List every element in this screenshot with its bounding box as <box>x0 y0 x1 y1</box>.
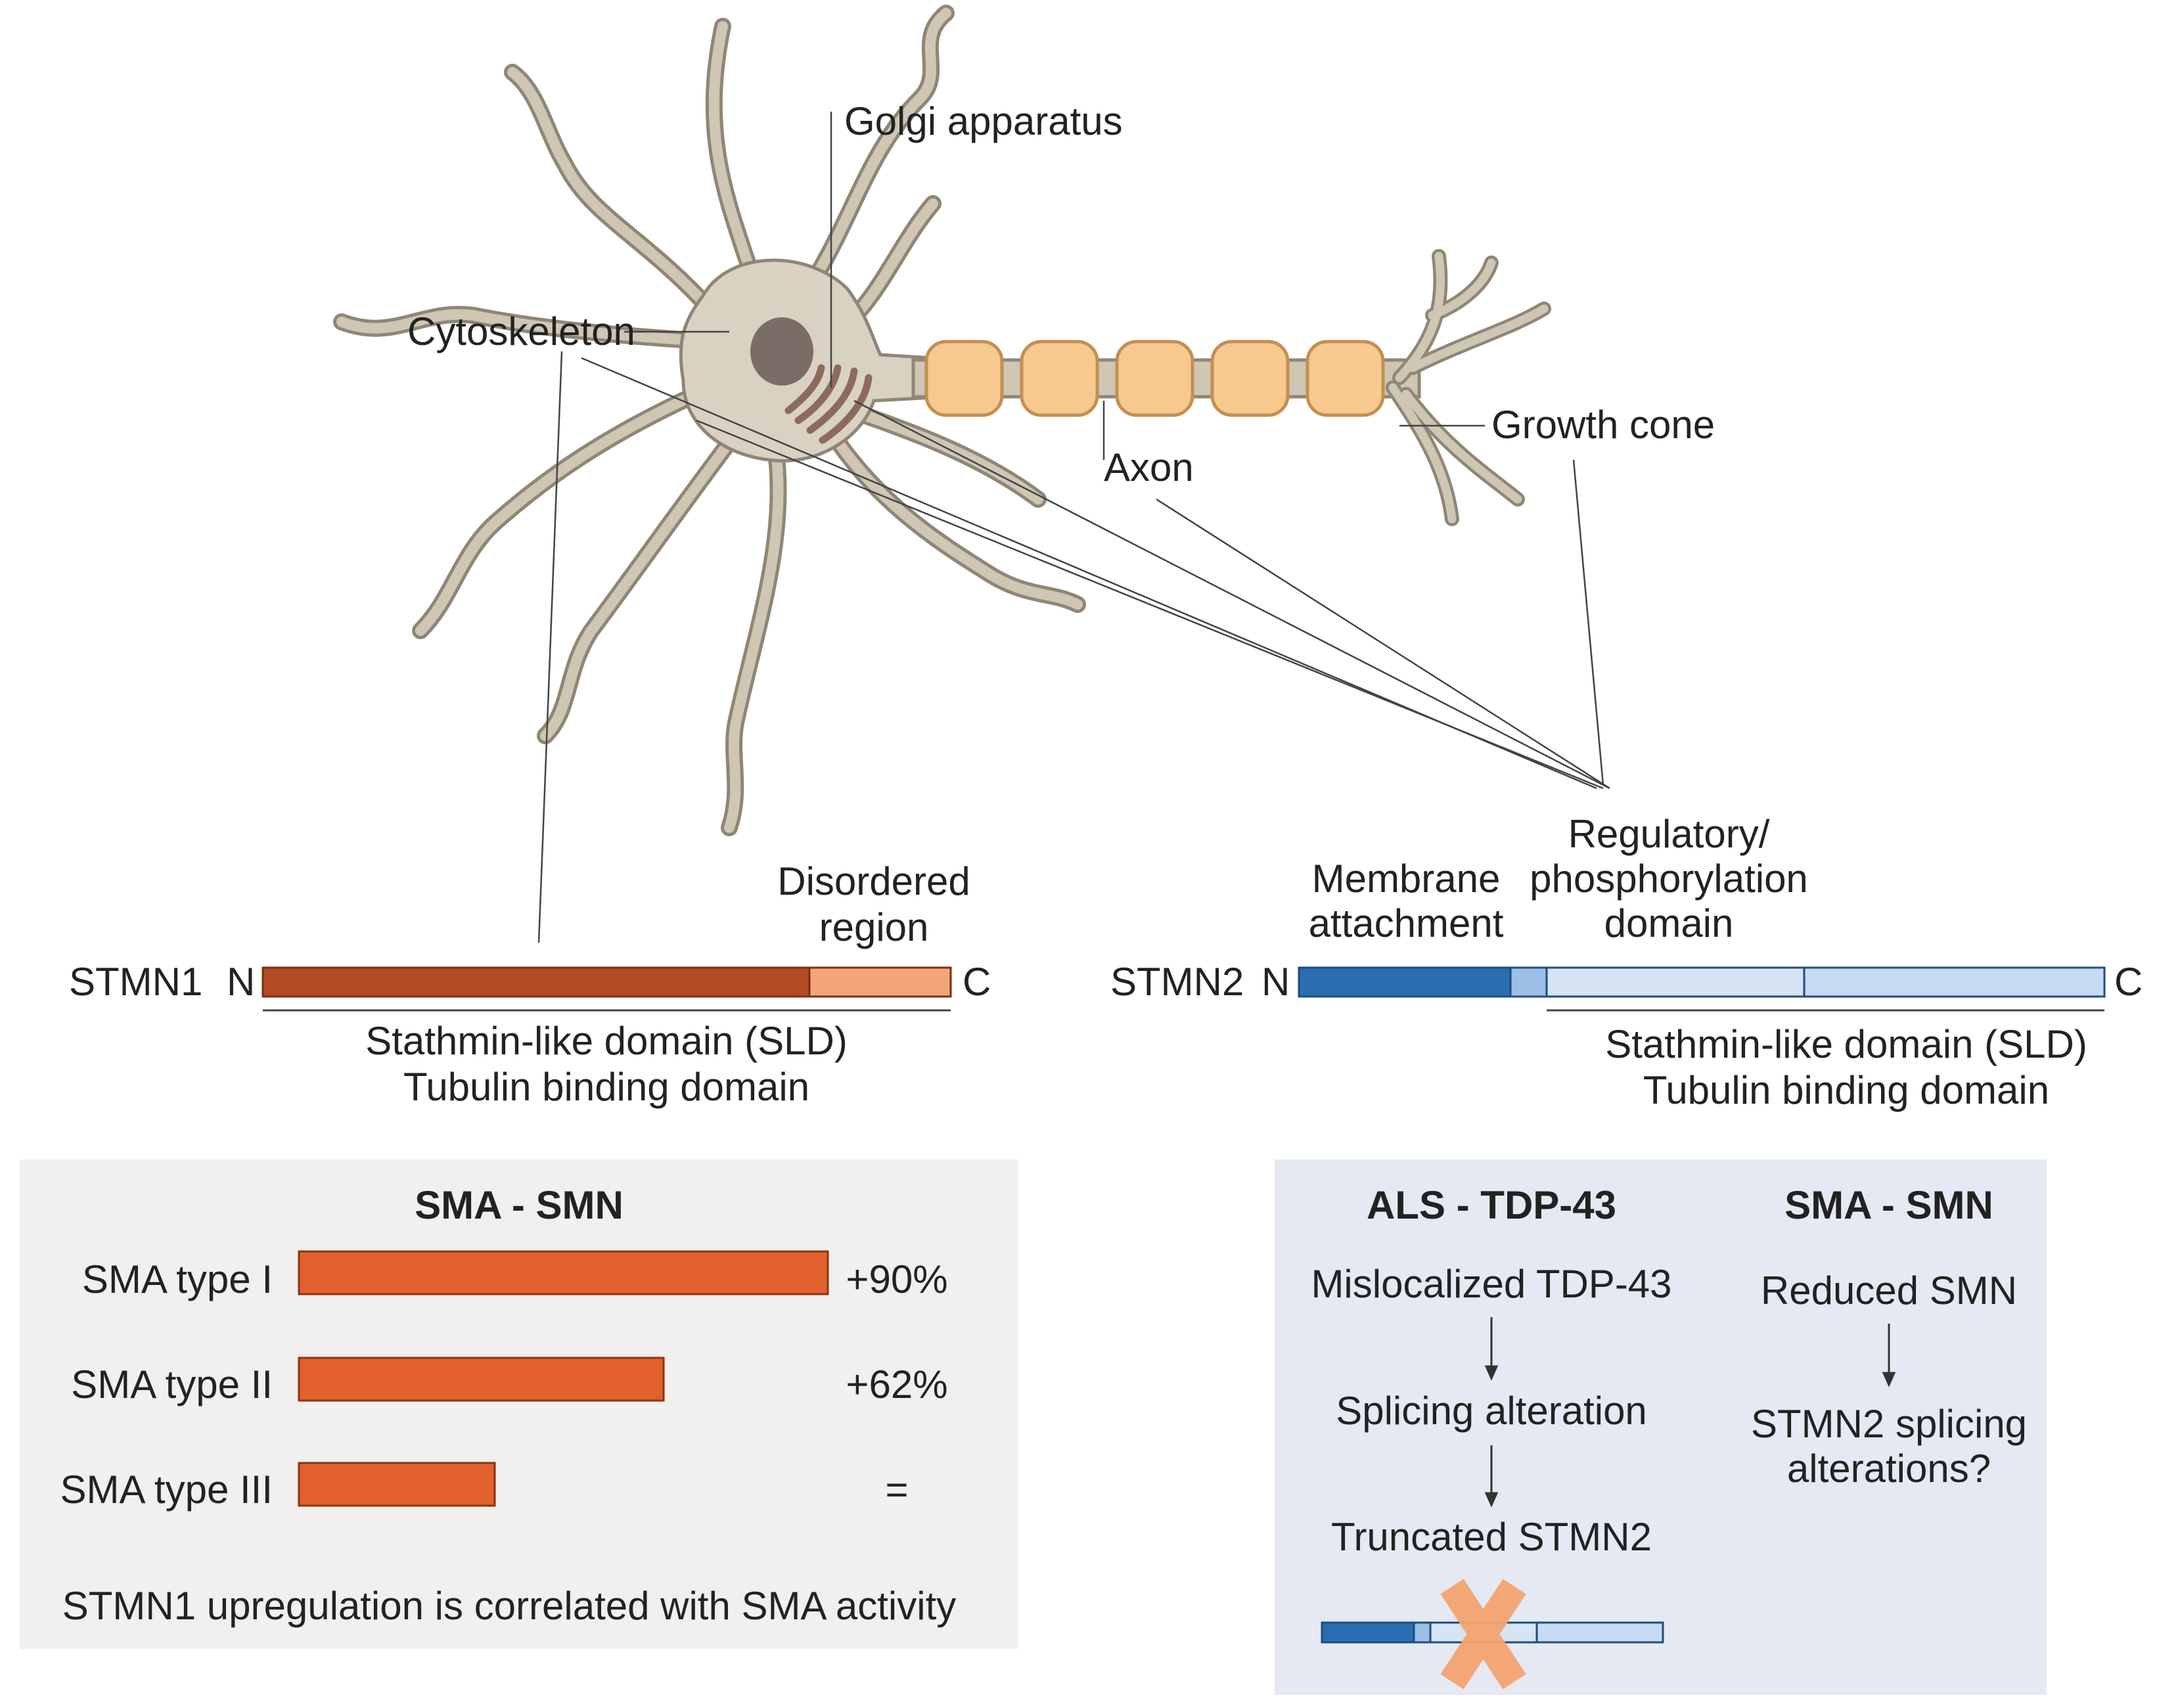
als-sma-panel: ALS - TDP-43 Mislocalized TDP-43 Splicin… <box>1275 1159 2047 1695</box>
stmn1-c-terminus: C <box>963 960 991 1004</box>
disordered-label-line1: Disordered <box>777 859 970 903</box>
sma-right-step-2-line2: alterations? <box>1787 1447 1991 1491</box>
cytoskeleton-label: Cytoskeleton <box>407 309 635 353</box>
als-step-3: Truncated STMN2 <box>1331 1515 1652 1559</box>
als-panel-title: ALS - TDP-43 <box>1367 1183 1616 1227</box>
sma-row-value-3: = <box>885 1468 908 1512</box>
axon-label: Axon <box>1104 445 1194 489</box>
sma-panel-title: SMA - SMN <box>415 1183 624 1227</box>
stmn2-name: STMN2 <box>1110 960 1244 1004</box>
regulatory-label-line2: phosphorylation <box>1530 857 1808 901</box>
stmn1-domain-map: Disordered region STMN1 N C Stathmin-lik… <box>69 859 991 1109</box>
stmn2-domain-map: Regulatory/ phosphorylation domain Membr… <box>1110 812 2143 1112</box>
stmn2-c-terminus: C <box>2114 960 2143 1004</box>
leader-lines <box>537 112 1610 943</box>
sma-row-value-2: +62% <box>846 1362 947 1406</box>
stmn1-n-terminus: N <box>227 960 255 1004</box>
sma-panel-footer: STMN1 upregulation is correlated with SM… <box>62 1584 957 1628</box>
stmn1-sld-bar <box>261 966 811 998</box>
cross-mark-icon <box>1440 1579 1526 1690</box>
sma-row-label-2: SMA type II <box>71 1362 273 1406</box>
neuron-illustration <box>333 5 1551 836</box>
sma-row-value-1: +90% <box>846 1257 947 1301</box>
disordered-label-line2: region <box>819 905 929 949</box>
als-step-2: Splicing alteration <box>1336 1389 1647 1433</box>
sma-right-title: SMA - SMN <box>1784 1183 1993 1227</box>
stmn2-n-terminus: N <box>1261 960 1290 1004</box>
sma-bar-type-2 <box>298 1357 665 1402</box>
sma-bar-type-3 <box>298 1462 496 1507</box>
golgi-label: Golgi apparatus <box>844 99 1123 143</box>
sma-bar-type-1 <box>298 1250 829 1295</box>
stmn2-domain-line1: Stathmin-like domain (SLD) <box>1605 1022 2087 1066</box>
sma-row-label-1: SMA type I <box>82 1257 273 1301</box>
als-step-1: Mislocalized TDP-43 <box>1311 1262 1671 1306</box>
stmn1-disordered-bar <box>808 966 952 998</box>
growth-cone-label: Growth cone <box>1491 403 1715 447</box>
golgi-apparatus <box>784 364 873 444</box>
membrane-label-line1: Membrane <box>1312 857 1501 901</box>
stmn2-sld-bar <box>1803 966 2106 998</box>
stmn1-domain-line2: Tubulin binding domain <box>403 1065 809 1109</box>
sma-right-step-2-line1: STMN2 splicing <box>1751 1402 2027 1446</box>
myelin-sheaths <box>924 340 1385 417</box>
sma-right-step-1: Reduced SMN <box>1761 1269 2017 1313</box>
regulatory-label-line1: Regulatory/ <box>1568 812 1770 856</box>
stmn2-regulatory-bar <box>1545 966 1805 998</box>
regulatory-label-line3: domain <box>1604 901 1734 945</box>
sma-row-label-3: SMA type III <box>60 1468 273 1512</box>
stmn1-name: STMN1 <box>69 960 202 1004</box>
stmn2-membrane-bar <box>1298 966 1512 998</box>
stmn2-linker-bar <box>1509 966 1548 998</box>
sma-panel: SMA - SMN SMA type I +90% SMA type II +6… <box>20 1159 1018 1649</box>
truncated-stmn2-bar <box>1321 1579 1664 1690</box>
membrane-label-line2: attachment <box>1309 901 1504 945</box>
nucleus <box>750 317 813 386</box>
stmn1-domain-line1: Stathmin-like domain (SLD) <box>365 1019 848 1063</box>
stmn2-domain-line2: Tubulin binding domain <box>1643 1068 2049 1112</box>
